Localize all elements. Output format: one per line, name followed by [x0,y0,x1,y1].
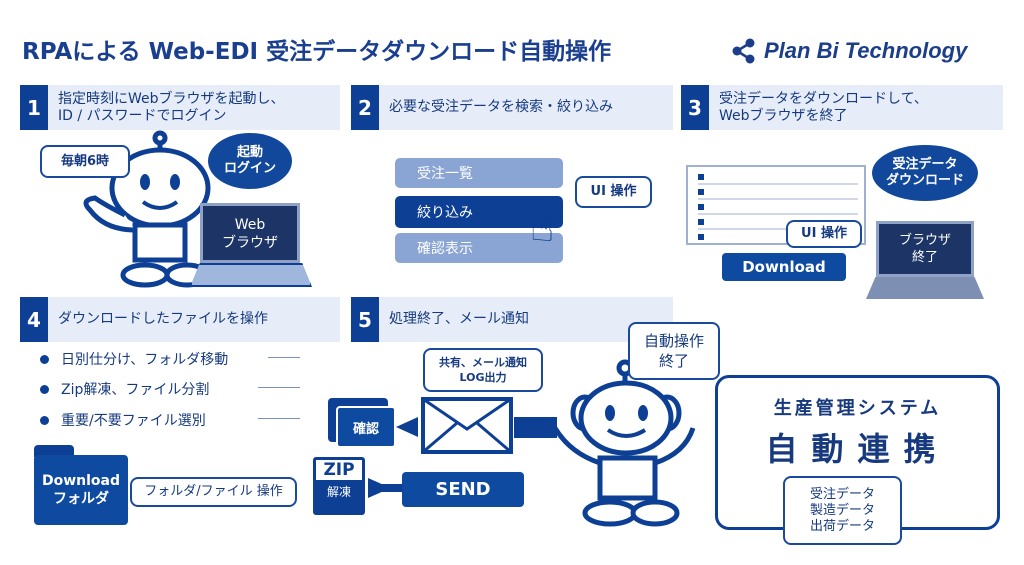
step-number: 1 [20,85,48,130]
step-text: ダウンロードしたファイルを操作 [58,311,268,327]
bubble-schedule: 毎朝6時 [40,145,130,178]
bullet-item: Zip解凍、ファイル分割 [40,379,209,399]
folder-text: フォルダ [53,491,109,507]
bullet-text: 重要/不要ファイル選別 [61,413,206,429]
bubble-text: 受注データ [892,157,958,172]
step-3-header: 3 受注データをダウンロードして、Webブラウザを終了 [681,85,1003,130]
bubble-launch-login: 起動ログイン [208,133,292,189]
bubble-text: 自動操作 [643,332,704,350]
step-text: 指定時刻にWebブラウザを起動し、 [58,90,285,107]
logo: Plan Bi Technology [732,38,967,64]
bubble-ui-operation: UI 操作 [575,176,652,208]
button-filter[interactable]: 絞り込み [395,196,563,228]
step-text: 必要な受注データを検索・絞り込み [389,99,613,115]
folder-text: Download [41,473,121,489]
bubble-text: ダウンロード [885,173,964,188]
step-number: 2 [351,85,379,130]
screen-text: 終了 [911,250,938,265]
bubble-text: 起動 [236,145,263,160]
folder-tab [34,445,74,457]
data-item: 出荷データ [809,518,875,534]
step-1-header: 1 指定時刻にWebブラウザを起動し、ID / パスワードでログイン [20,85,340,130]
connector-bar [514,417,557,438]
bubble-folder-operation: フォルダ/ファイル 操作 [130,477,297,507]
robot-icon [83,130,211,288]
step-text: ID / パスワードでログイン [58,107,227,124]
system-title: 生産管理システム [773,398,942,419]
bullet-item: 日別仕分け、フォルダ移動 [40,349,228,369]
arrow-icon [368,478,402,498]
unzip-label: 解凍 [326,485,351,499]
logo-text: Plan Bi Technology [764,38,968,63]
mail-icon [421,397,513,454]
bubble-auto-finish: 自動操作終了 [628,322,720,380]
screen-text: ブラウザ [898,233,951,248]
system-big-text: 自動連携 [765,430,950,468]
screen-text: ブラウザ [222,235,278,251]
bullet-text: Zip解凍、ファイル分割 [61,382,210,398]
send-button[interactable]: SEND [402,472,524,507]
laptop-screen: ブラウザ終了 [876,221,974,277]
step-text: 受注データをダウンロードして、 [719,90,928,107]
button-order-list[interactable]: 受注一覧 [395,158,563,188]
confirm-folder: 確認 [336,406,396,448]
step-number: 4 [20,297,48,342]
share-icon [732,38,755,64]
step-2-header: 2 必要な受注データを検索・絞り込み [351,85,673,130]
bubble-download-data: 受注データダウンロード [872,145,978,201]
screen-text: Web [234,217,266,233]
list-rows [698,174,858,240]
bubble-text: LOG出力 [459,371,507,384]
download-folder[interactable]: Download フォルダ [34,455,128,525]
bubble-data-list: 受注データ 製造データ 出荷データ [783,476,902,545]
bullet-item: 重要/不要ファイル選別 [40,410,206,430]
laptop-keyboard [866,277,984,299]
bullet-text: 日別仕分け、フォルダ移動 [61,352,229,368]
step-text: 処理終了、メール通知 [389,311,529,327]
zip-file-icon: ZIP 解凍 [313,457,365,515]
bubble-text: 終了 [658,352,689,370]
step-number: 5 [351,297,379,342]
bubble-ui-operation: UI 操作 [786,220,862,248]
bubble-text: ログイン [223,161,276,176]
bubble-text: 共有、メール通知 [439,356,527,369]
divider [268,357,300,358]
data-item: 製造データ [809,502,875,518]
step-4-header: 4 ダウンロードしたファイルを操作 [20,297,340,342]
data-list [686,165,866,245]
laptop-keyboard [190,263,312,287]
step-number: 3 [681,85,709,130]
download-button[interactable]: Download [722,253,846,281]
robot-icon [555,359,696,527]
pointer-hand-icon: ☝ [530,205,555,251]
divider [258,387,300,388]
step-text: Webブラウザを終了 [719,107,848,124]
bubble-mail-notify: 共有、メール通知 LOG出力 [423,348,543,392]
laptop-screen: Web ブラウザ [200,203,300,263]
page-title: RPAによる Web-EDI 受注データダウンロード自動操作 [22,39,612,65]
zip-label: ZIP [316,460,362,480]
button-confirm-view[interactable]: 確認表示 [395,233,563,263]
divider [258,418,300,419]
arrow-icon [396,417,418,437]
step-5-header: 5 処理終了、メール通知 [351,297,673,342]
data-item: 受注データ [809,486,875,502]
